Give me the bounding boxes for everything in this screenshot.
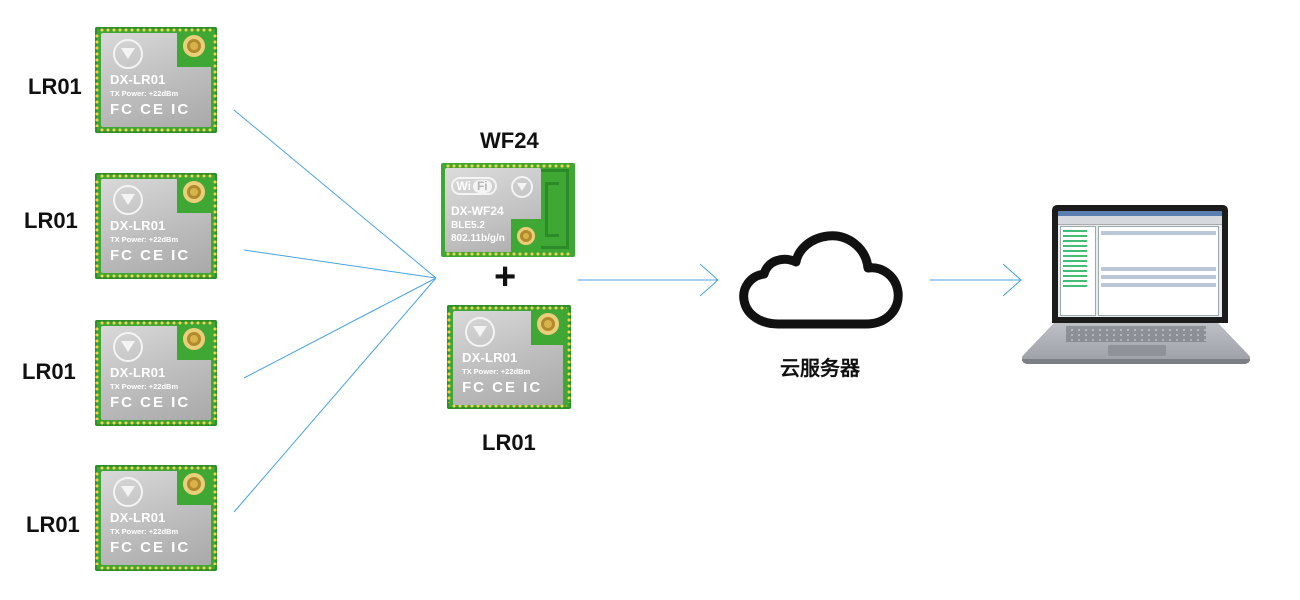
module-standard: 802.11b/g/n [451,233,505,244]
pcb-antenna [541,169,569,249]
module-power: TX Power: +22dBm [110,382,179,391]
laptop-screen [1058,211,1222,317]
wifi-badge-wi: Wi [456,179,471,193]
antenna-icon [517,227,535,245]
lr01-module-hub: DX-LR01 TX Power: +22dBm FC CE IC [447,305,571,409]
node-label-lr01-2: LR01 [24,208,78,233]
antenna-icon [537,313,559,335]
cloud-icon [739,231,903,329]
lr01-module: DX-LR01 TX Power: +22dBm FC CE IC [95,27,217,133]
module-certs: FC CE IC [110,539,191,556]
antenna-icon [183,35,205,57]
laptop-icon [1022,205,1250,365]
module-power: TX Power: +22dBm [462,367,531,376]
module-name: DX-LR01 [110,510,166,525]
laptop-keyboard [1066,326,1206,342]
node-label-lr01-1: LR01 [28,74,82,99]
module-name: DX-LR01 [110,365,166,380]
brand-logo-icon [113,39,143,69]
brand-logo-icon [113,185,143,215]
brand-logo-icon [113,477,143,507]
module-power: TX Power: +22dBm [110,235,179,244]
antenna-icon [183,181,205,203]
module-power: TX Power: +22dBm [110,527,179,536]
module-ble: BLE5.2 [451,220,485,231]
cloud-server-label: 云服务器 [780,356,860,380]
lr01-module: DX-LR01 TX Power: +22dBm FC CE IC [95,465,217,571]
brand-logo-icon [511,176,533,198]
lr01-module: DX-LR01 TX Power: +22dBm FC CE IC [95,320,217,426]
module-name: DX-LR01 [110,218,166,233]
node-label-lr01-3: LR01 [22,359,76,384]
node-label-hub-lr01: LR01 [482,430,536,455]
node-label-wf24: WF24 [480,128,539,153]
module-power: TX Power: +22dBm [110,89,179,98]
module-certs: FC CE IC [110,394,191,411]
module-name: DX-WF24 [451,204,504,218]
line-lr01-2 [243,249,437,279]
brand-logo-icon [113,332,143,362]
wifi-badge: Wi Fi [451,177,497,195]
laptop-screen-frame [1052,205,1228,323]
line-lr01-4 [233,277,437,513]
module-name: DX-LR01 [110,72,166,87]
wifi-badge-fi: Fi [472,179,492,193]
plus-sign: + [494,256,517,298]
module-certs: FC CE IC [462,379,543,396]
node-label-lr01-4: LR01 [26,512,80,537]
line-lr01-1 [233,109,437,279]
arrowhead-to-cloud [699,263,719,297]
lr01-module: DX-LR01 TX Power: +22dBm FC CE IC [95,173,217,279]
wf24-module: Wi Fi DX-WF24 BLE5.2 802.11b/g/n [441,163,575,257]
antenna-icon [183,328,205,350]
module-certs: FC CE IC [110,101,191,118]
antenna-icon [183,473,205,495]
line-lr01-3 [243,277,437,379]
module-certs: FC CE IC [110,247,191,264]
module-name: DX-LR01 [462,350,518,365]
brand-logo-icon [465,317,495,347]
arrowhead-to-laptop [1002,263,1022,297]
laptop-touchpad [1108,345,1166,356]
